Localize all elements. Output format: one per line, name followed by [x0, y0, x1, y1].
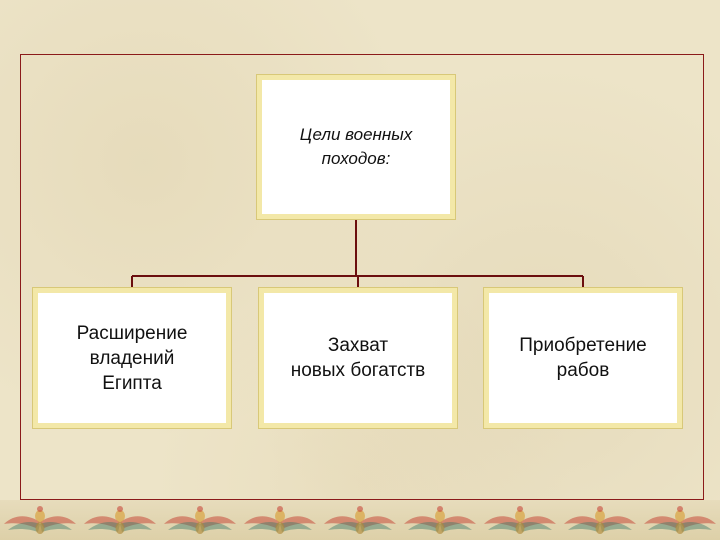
child-node-1: Расширение владений Египта: [32, 287, 232, 429]
egyptian-winged-scarab-icon: [84, 506, 156, 534]
egyptian-winged-scarab-icon: [4, 506, 76, 534]
child-node-3-label: Приобретение рабов: [519, 335, 647, 381]
child-node-1-label: Расширение владений Египта: [76, 322, 188, 394]
egyptian-winged-scarab-icon: [404, 506, 476, 534]
slide-frame: [20, 54, 704, 500]
egyptian-winged-scarab-icon: [324, 506, 396, 534]
root-node-label: Цели военных походов:: [299, 125, 413, 168]
egyptian-winged-scarab-icon: [644, 506, 716, 534]
child-node-3: Приобретение рабов: [483, 287, 683, 429]
egyptian-winged-scarab-icon: [164, 506, 236, 534]
footer-ornament-band: [0, 500, 720, 540]
egyptian-winged-scarab-icon: [564, 506, 636, 534]
child-node-2-label: Захват новых богатств: [290, 335, 426, 381]
child-node-2: Захват новых богатств: [258, 287, 458, 429]
egyptian-winged-scarab-icon: [244, 506, 316, 534]
root-node: Цели военных походов:: [256, 74, 456, 220]
egyptian-winged-scarab-icon: [484, 506, 556, 534]
